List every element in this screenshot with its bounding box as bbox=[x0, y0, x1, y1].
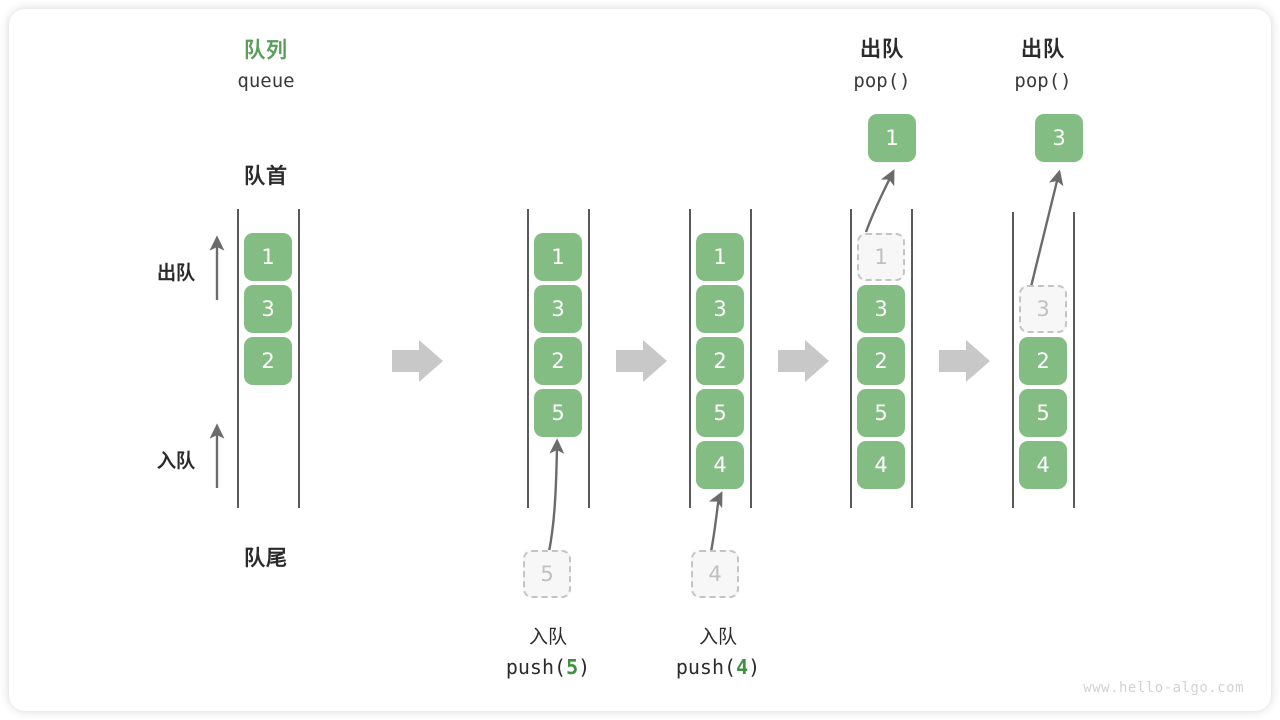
queue-rails-col1 bbox=[237, 209, 300, 508]
queue-title-cn: 队列 bbox=[244, 38, 288, 62]
watermark: www.hello-algo.com bbox=[1083, 680, 1244, 696]
push-caption-code-col3: push(4) bbox=[640, 655, 796, 679]
dequeue-label: 出队 bbox=[156, 262, 195, 284]
pop-header-code-col5: pop() bbox=[1014, 70, 1072, 92]
step-arrow-4 bbox=[939, 340, 990, 382]
pop-3-arrow bbox=[1028, 169, 1064, 292]
queue-cell[interactable]: 1 bbox=[696, 233, 744, 281]
code-arg: 5 bbox=[566, 655, 579, 679]
code-suffix: ) bbox=[578, 655, 591, 679]
queue-cell[interactable]: 2 bbox=[1019, 337, 1067, 385]
push-caption-code-col2: push(5) bbox=[470, 655, 626, 679]
queue-cell[interactable]: 2 bbox=[696, 337, 744, 385]
queue-cell[interactable]: 5 bbox=[696, 389, 744, 437]
queue-title-en: queue bbox=[237, 70, 295, 92]
code-prefix: push( bbox=[675, 655, 737, 679]
enqueue-label: 入队 bbox=[156, 450, 195, 472]
queue-cell[interactable]: 3 bbox=[696, 285, 744, 333]
queue-cell[interactable]: 3 bbox=[244, 285, 292, 333]
queue-cell[interactable]: 5 bbox=[1019, 389, 1067, 437]
queue-cell[interactable]: 3 bbox=[534, 285, 582, 333]
queue-cell[interactable]: 4 bbox=[857, 441, 905, 489]
code-suffix: ) bbox=[748, 655, 761, 679]
push-caption-cn-col3: 入队 bbox=[698, 626, 737, 648]
pop-header-code-col4: pop() bbox=[853, 70, 911, 92]
incoming-cell-ghost: 5 bbox=[523, 550, 571, 598]
push-caption-cn-col2: 入队 bbox=[528, 626, 567, 648]
queue-rails-col3 bbox=[689, 209, 752, 508]
queue-cell[interactable]: 4 bbox=[1019, 441, 1067, 489]
queue-rails-col4 bbox=[850, 209, 913, 508]
queue-cell-ghost: 3 bbox=[1019, 285, 1067, 333]
rear-label: 队尾 bbox=[244, 546, 288, 570]
pop-header-cn-col5: 出队 bbox=[1021, 37, 1065, 61]
step-arrow-3 bbox=[778, 340, 829, 382]
incoming-cell-ghost: 4 bbox=[691, 550, 739, 598]
code-prefix: push( bbox=[505, 655, 567, 679]
queue-cell[interactable]: 3 bbox=[857, 285, 905, 333]
queue-cell[interactable]: 1 bbox=[534, 233, 582, 281]
queue-cell[interactable]: 2 bbox=[244, 337, 292, 385]
pop-1-arrow bbox=[864, 169, 895, 233]
front-label: 队首 bbox=[244, 164, 288, 188]
popped-cell-col5[interactable]: 3 bbox=[1035, 114, 1083, 162]
popped-cell-col4[interactable]: 1 bbox=[868, 114, 916, 162]
step-arrow-2 bbox=[616, 340, 667, 382]
queue-cell[interactable]: 2 bbox=[534, 337, 582, 385]
queue-rails-col5 bbox=[1012, 212, 1075, 508]
code-arg: 4 bbox=[736, 655, 749, 679]
queue-cell[interactable]: 2 bbox=[857, 337, 905, 385]
push-5-arrow bbox=[547, 438, 565, 553]
queue-cell[interactable]: 4 bbox=[696, 441, 744, 489]
queue-cell[interactable]: 1 bbox=[244, 233, 292, 281]
push-4-arrow bbox=[708, 491, 723, 553]
queue-cell-ghost: 1 bbox=[857, 233, 905, 281]
step-arrow-1 bbox=[392, 340, 443, 382]
pop-header-cn-col4: 出队 bbox=[860, 37, 904, 61]
queue-rails-col2 bbox=[527, 209, 590, 508]
queue-cell[interactable]: 5 bbox=[534, 389, 582, 437]
queue-cell[interactable]: 5 bbox=[857, 389, 905, 437]
